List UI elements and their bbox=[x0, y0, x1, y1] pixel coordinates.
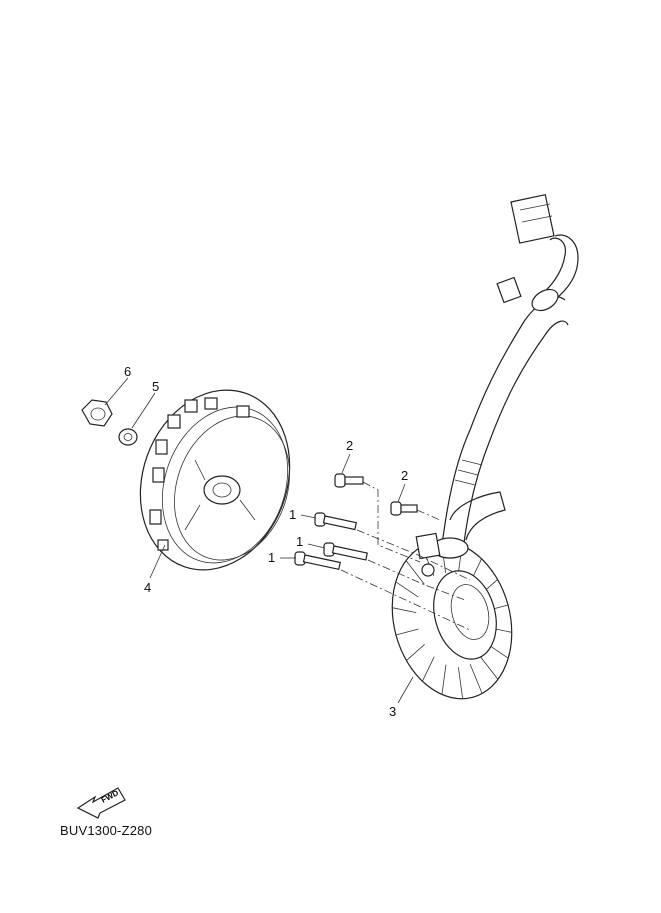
rotor-part bbox=[139, 389, 291, 571]
wire-harness bbox=[439, 194, 579, 561]
stator-tooth bbox=[469, 663, 483, 694]
callout-1b: 1 bbox=[296, 534, 304, 549]
diagram-code: BUV1300-Z280 bbox=[60, 823, 153, 838]
grommet bbox=[531, 288, 559, 312]
bolt-1c bbox=[294, 551, 341, 571]
stator-part bbox=[391, 532, 513, 700]
callout-6: 6 bbox=[124, 364, 132, 379]
nut-part bbox=[81, 399, 113, 427]
connector bbox=[510, 194, 555, 244]
stator-tooth bbox=[441, 664, 447, 695]
callout-3: 3 bbox=[389, 704, 397, 719]
bolt-1b bbox=[323, 542, 368, 561]
stator-tooth bbox=[406, 644, 425, 661]
callout-1c: 1 bbox=[268, 550, 276, 565]
callout-2a: 2 bbox=[346, 438, 354, 453]
callout-4: 4 bbox=[144, 580, 152, 595]
bolt-1a bbox=[314, 512, 358, 531]
stator-tooth bbox=[395, 581, 419, 598]
harness-clip bbox=[496, 276, 522, 304]
bolt-2a bbox=[334, 473, 364, 488]
stator-tooth bbox=[395, 628, 419, 636]
stator-tooth bbox=[392, 607, 417, 613]
bolt-2b bbox=[390, 501, 418, 516]
bolts bbox=[294, 473, 418, 571]
stator-tooth bbox=[458, 667, 464, 699]
stator-tooth bbox=[479, 655, 499, 680]
stator-tooth bbox=[422, 656, 435, 682]
callout-1a: 1 bbox=[289, 507, 297, 522]
washer-part bbox=[118, 428, 138, 446]
callout-2b: 2 bbox=[401, 468, 409, 483]
callout-5: 5 bbox=[152, 379, 160, 394]
stator-tooth bbox=[405, 560, 425, 585]
fwd-arrow-icon: FWD bbox=[76, 787, 126, 819]
